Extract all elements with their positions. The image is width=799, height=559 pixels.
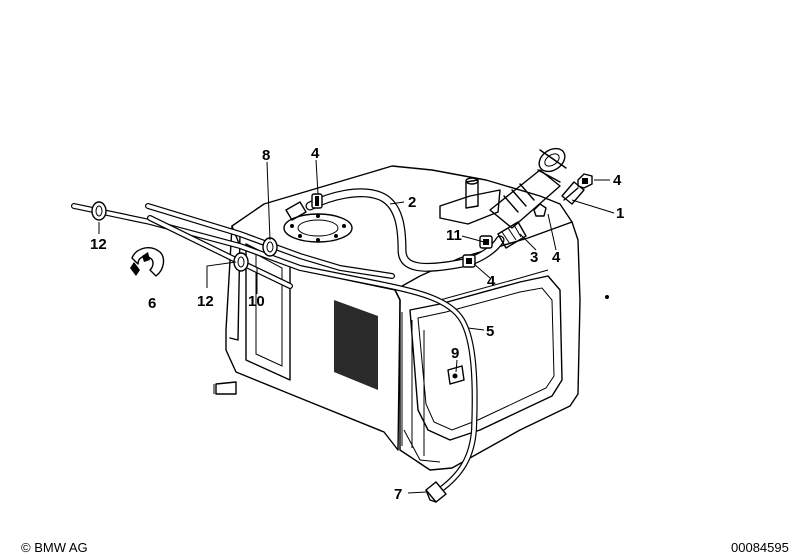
fuel-tank	[213, 165, 609, 471]
callout-11: 11	[446, 227, 462, 244]
callout-12-left: 12	[90, 236, 107, 253]
vent-pipe-short	[561, 181, 585, 205]
callout-8: 8	[262, 147, 270, 164]
grommet-mid	[233, 252, 249, 272]
callout-2: 2	[408, 194, 416, 211]
callout-4-clamp: 4	[613, 172, 622, 189]
callout-9: 9	[451, 345, 459, 362]
callout-4-lower: 4	[487, 273, 496, 290]
callout-3: 3	[530, 249, 538, 266]
coupling-sleeve	[497, 221, 527, 249]
diagram-number: 00084595	[731, 540, 789, 555]
callout-5: 5	[486, 323, 494, 340]
hose-clamp-top	[311, 193, 323, 209]
callout-7: 7	[394, 486, 402, 503]
grommet-top	[262, 237, 278, 257]
line-end-cap	[425, 481, 447, 503]
callout-6: 6	[148, 295, 156, 312]
callout-10: 10	[248, 293, 265, 310]
callout-labels: 8 4 2 4 1 11 3 4 4 12 6 12 10 5 9 7	[90, 145, 624, 503]
callout-4-top: 4	[311, 145, 320, 162]
line-holder	[447, 365, 465, 385]
fuel-line-long	[71, 203, 478, 493]
hose-clamp-right	[462, 254, 476, 268]
filler-neck-pipe	[489, 147, 567, 229]
hose-clamp-neck	[479, 235, 493, 249]
callout-12-mid: 12	[197, 293, 214, 310]
leader-lines	[98, 159, 615, 494]
grommet-left	[91, 201, 107, 221]
line-clip	[130, 247, 165, 277]
breather-hose	[305, 188, 505, 272]
copyright-text: © BMW AG	[21, 540, 88, 555]
callout-4-right: 4	[552, 249, 561, 266]
callout-1: 1	[616, 205, 624, 222]
